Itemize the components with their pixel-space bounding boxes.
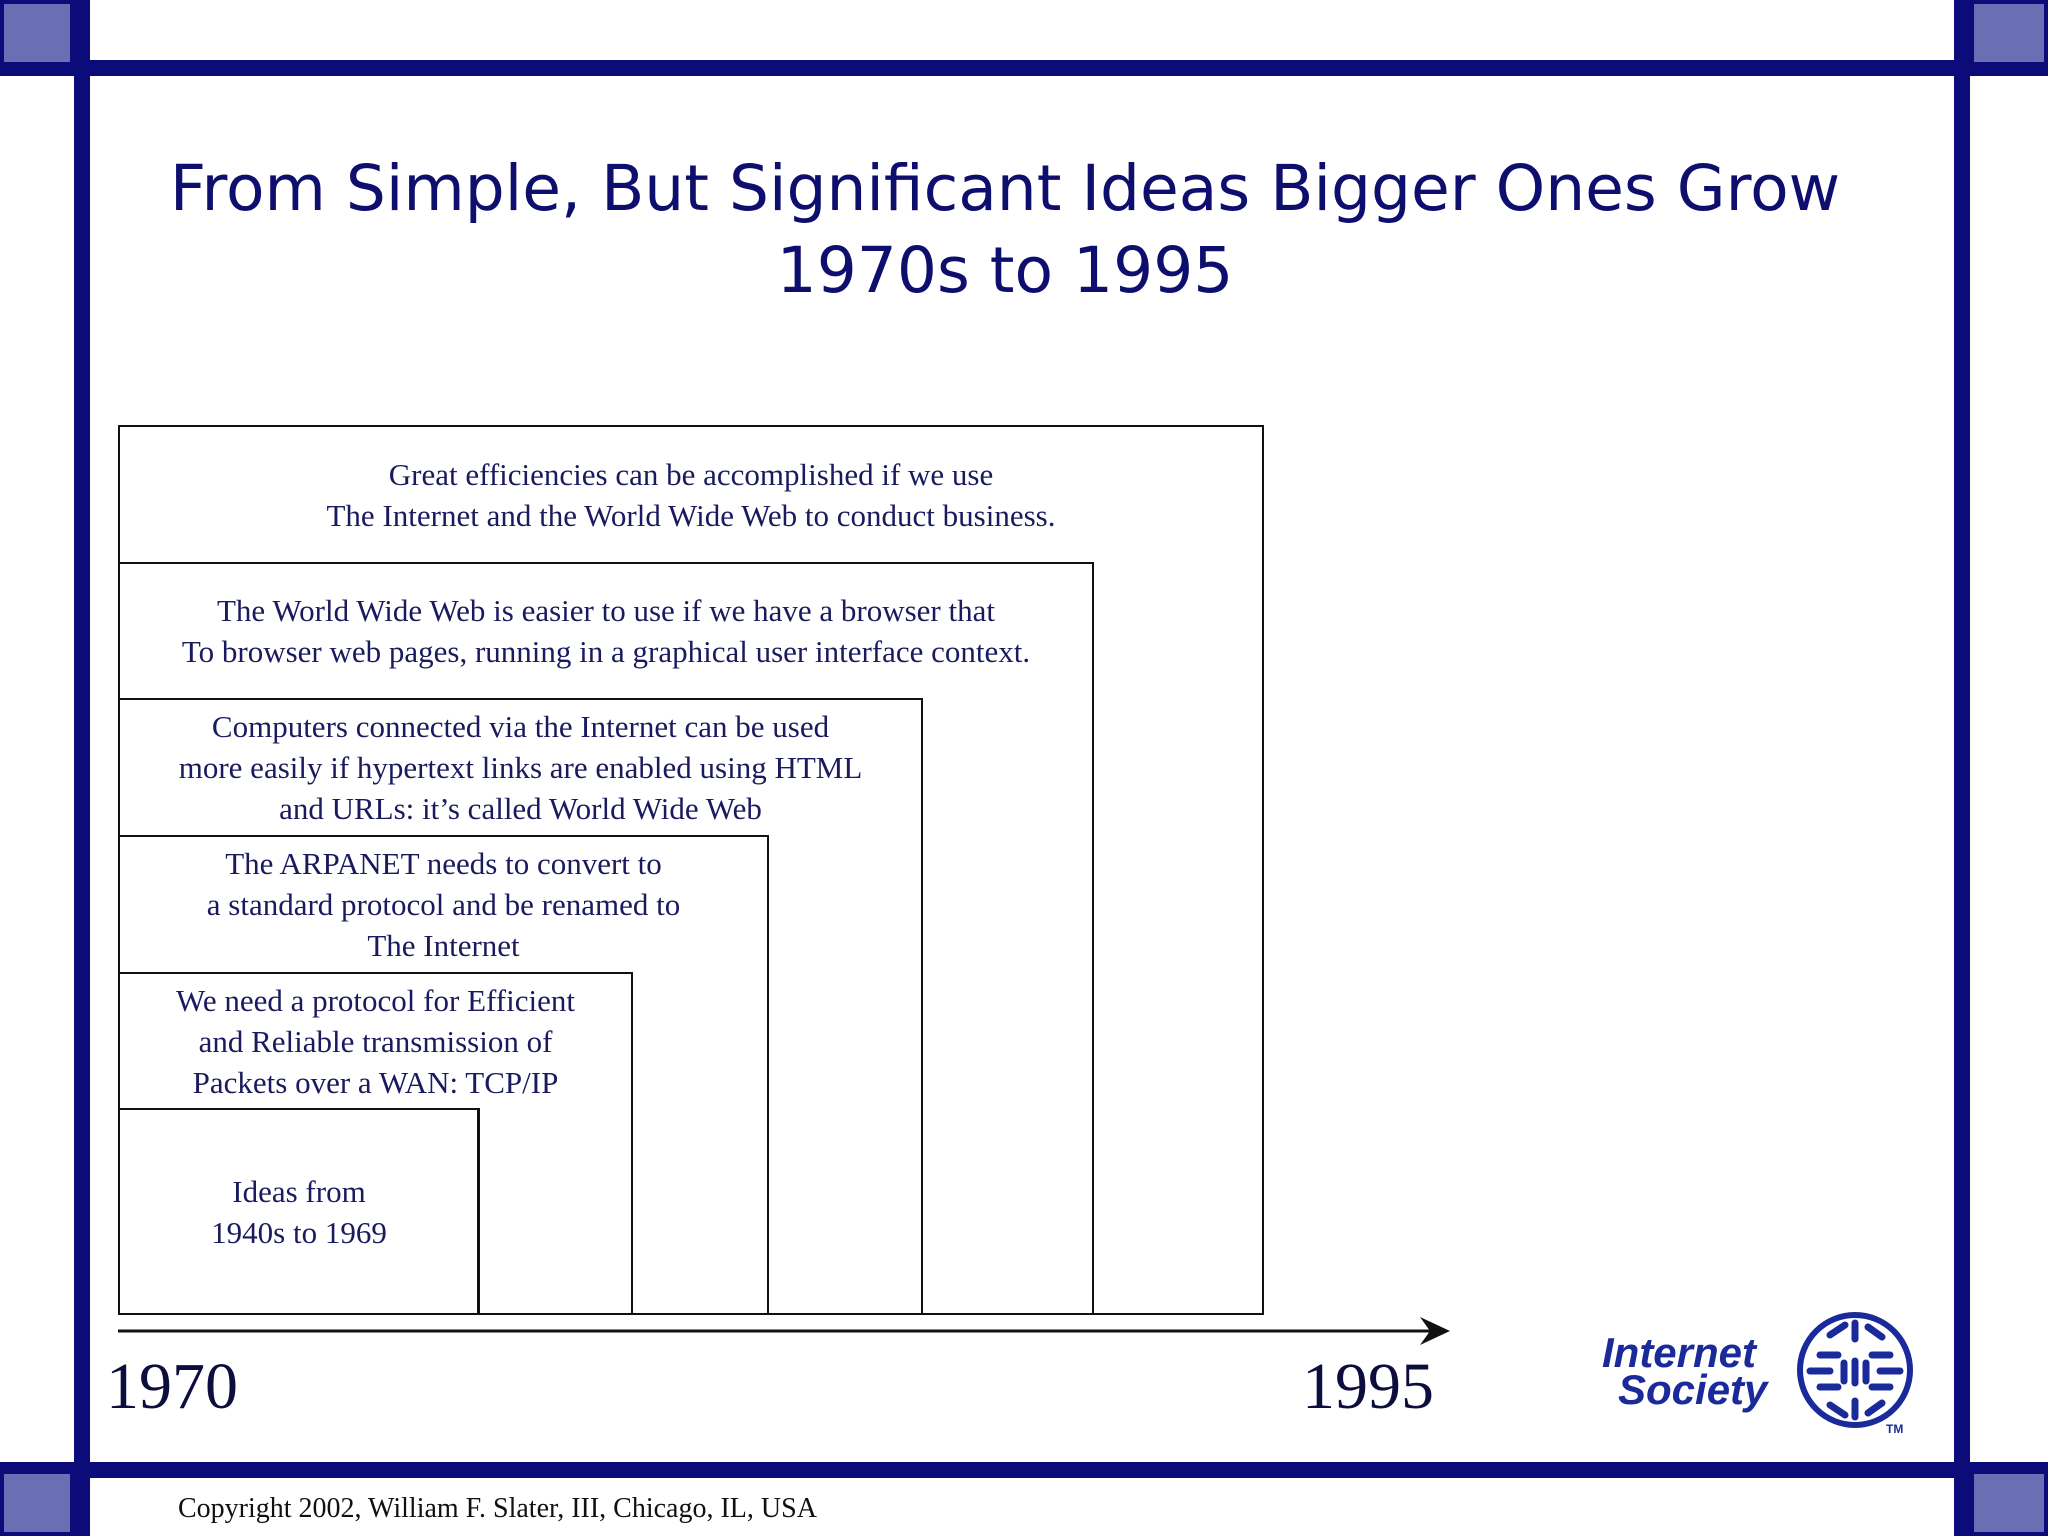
slide-title-line-2: 1970s to 1995 <box>776 234 1234 307</box>
frame-corner-bottom-left <box>0 1470 74 1536</box>
timeline-end-label: 1995 <box>1302 1350 1434 1423</box>
timeline-start-label: 1970 <box>106 1350 238 1423</box>
frame-corner-top-right <box>1970 0 2048 66</box>
idea-origins: Ideas from 1940s to 1969 <box>211 1173 387 1250</box>
globe-icon <box>1797 1312 1913 1428</box>
slide-title-line-1: From Simple, But Significant Ideas Bigge… <box>169 152 1841 225</box>
column-ideas <box>118 1108 480 1315</box>
idea-browser: The World Wide Web is easier to use if w… <box>181 593 1031 669</box>
logo-trademark: TM <box>1886 1422 1904 1436</box>
logo-text-society: Society <box>1618 1366 1768 1413</box>
logo-text-internet: Internet <box>1602 1329 1757 1376</box>
idea-tcpip: We need a protocol for Efficient and Rel… <box>176 982 575 1100</box>
frame-bottom-bar <box>0 1462 2048 1478</box>
frame-corner-top-left <box>0 0 74 66</box>
frame-corner-bottom-right <box>1970 1470 2048 1536</box>
idea-www: Computers connected via the Internet can… <box>178 709 863 826</box>
idea-business: Great efficiencies can be accomplished i… <box>326 456 1056 533</box>
copyright-notice: Copyright 2002, William F. Slater, III, … <box>178 1493 817 1524</box>
idea-arpanet: The ARPANET needs to convert to a standa… <box>206 846 681 963</box>
slide-title: From Simple, But Significant Ideas Bigge… <box>90 148 1920 312</box>
frame-right-bar <box>1954 0 1970 1536</box>
frame-top-bar <box>0 60 2048 76</box>
timeline-arrowhead <box>1420 1317 1450 1345</box>
frame-left-bar <box>74 0 90 1536</box>
